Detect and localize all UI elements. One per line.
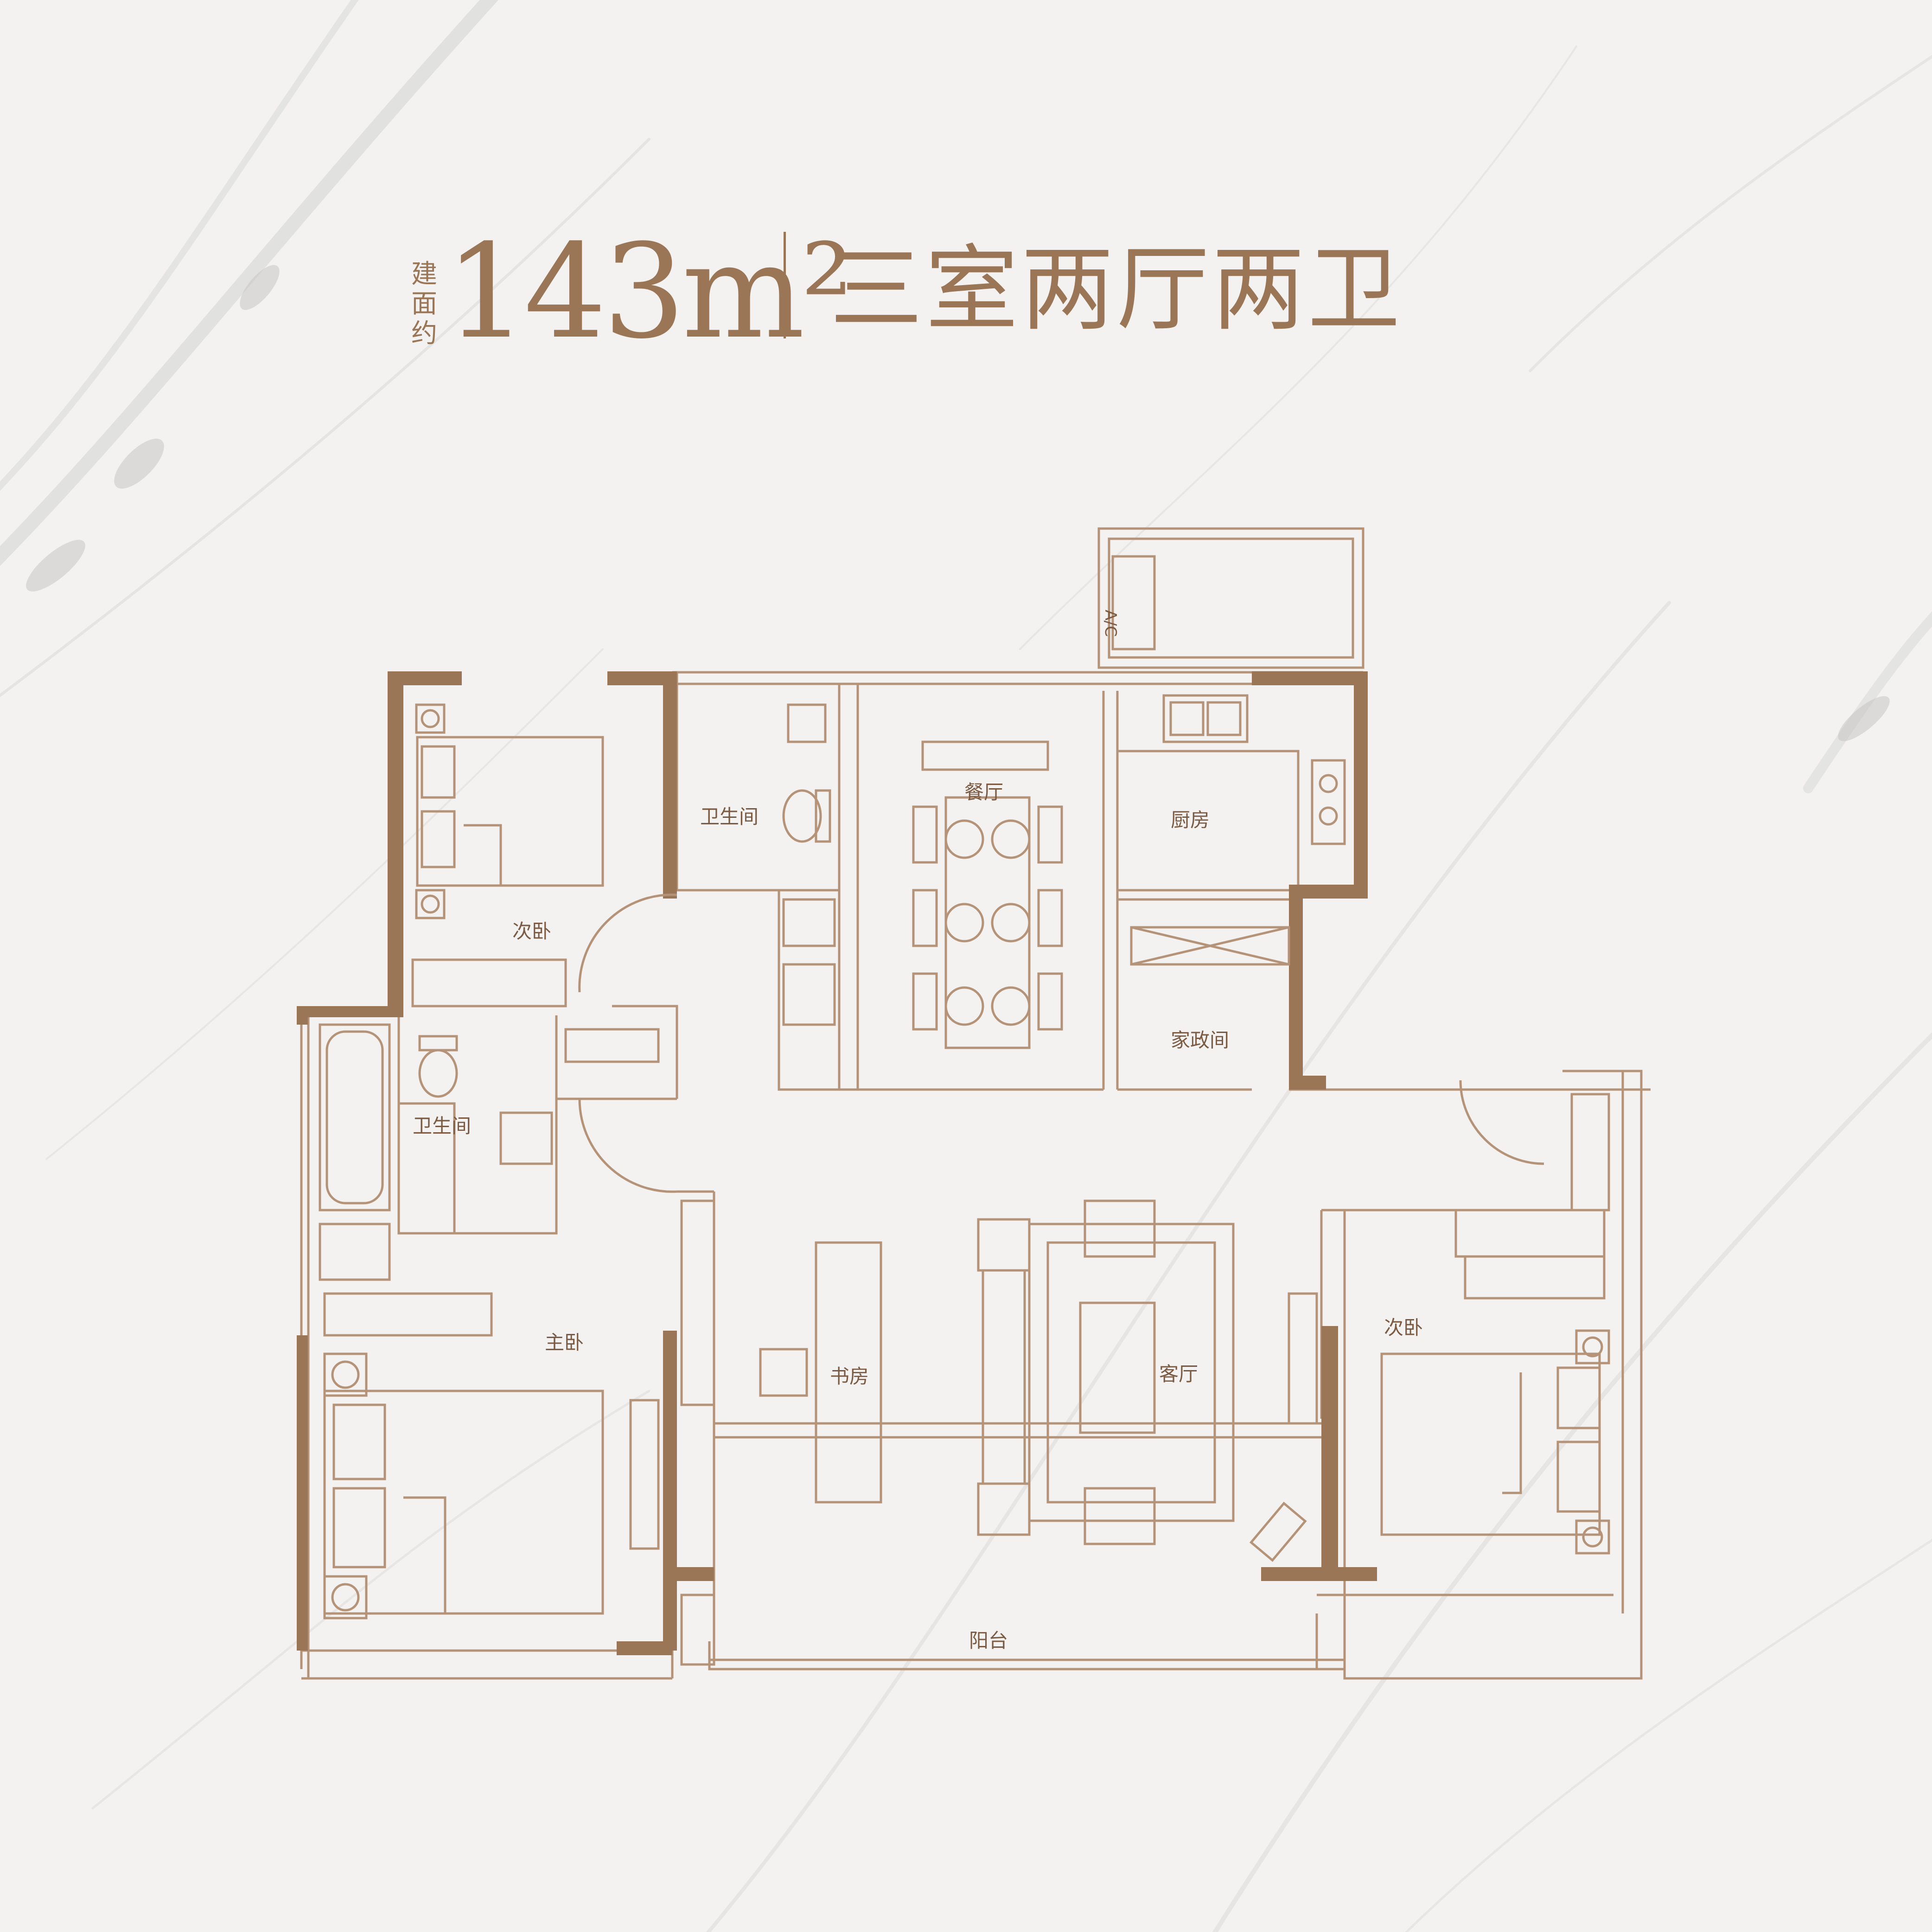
room-label-bathroom-n: 卫生间 <box>700 805 759 828</box>
room-label-balcony: 阳台 <box>969 1629 1008 1652</box>
bed-master <box>319 1223 660 1620</box>
room-label-bedroom-nw: 次卧 <box>512 920 552 943</box>
bathroom-n-fixtures <box>782 703 836 1026</box>
header: 建 面 约 143m² 三室两厅两卫 <box>0 0 1932 417</box>
room-label-dining: 餐厅 <box>964 781 1004 803</box>
door-swings <box>578 893 1544 1193</box>
bed-nw <box>411 703 604 1007</box>
prefix-char: 建 <box>411 259 437 289</box>
room-label-bedroom-e: 次卧 <box>1384 1316 1423 1339</box>
prefix-char: 约 <box>411 319 437 349</box>
outline-walls <box>300 527 1651 1680</box>
living-room-furniture <box>977 1199 1318 1562</box>
structural-walls <box>297 671 1377 1655</box>
study-desk <box>680 1199 882 1666</box>
room-label-study: 书房 <box>830 1365 869 1388</box>
room-label-kitchen: 厨房 <box>1171 809 1210 831</box>
header-divider <box>784 232 786 338</box>
utility-cabinet <box>1130 926 1290 966</box>
bed-east <box>1380 1093 1610 1555</box>
area-prefix: 建 面 约 <box>408 260 440 349</box>
layout-title: 三室两厅两卫 <box>830 236 1403 344</box>
room-label-utility: 家政间 <box>1171 1029 1230 1052</box>
prefix-char: 面 <box>411 289 437 319</box>
bathroom-w-fixtures <box>319 1023 660 1211</box>
dining-table <box>912 740 1063 1049</box>
room-label-bathroom-w: 卫生间 <box>413 1115 472 1137</box>
room-label-ac: A/C <box>1101 610 1120 637</box>
room-label-living: 客厅 <box>1159 1363 1199 1385</box>
kitchen-counter <box>1162 694 1346 845</box>
room-label-master: 主卧 <box>545 1331 584 1354</box>
